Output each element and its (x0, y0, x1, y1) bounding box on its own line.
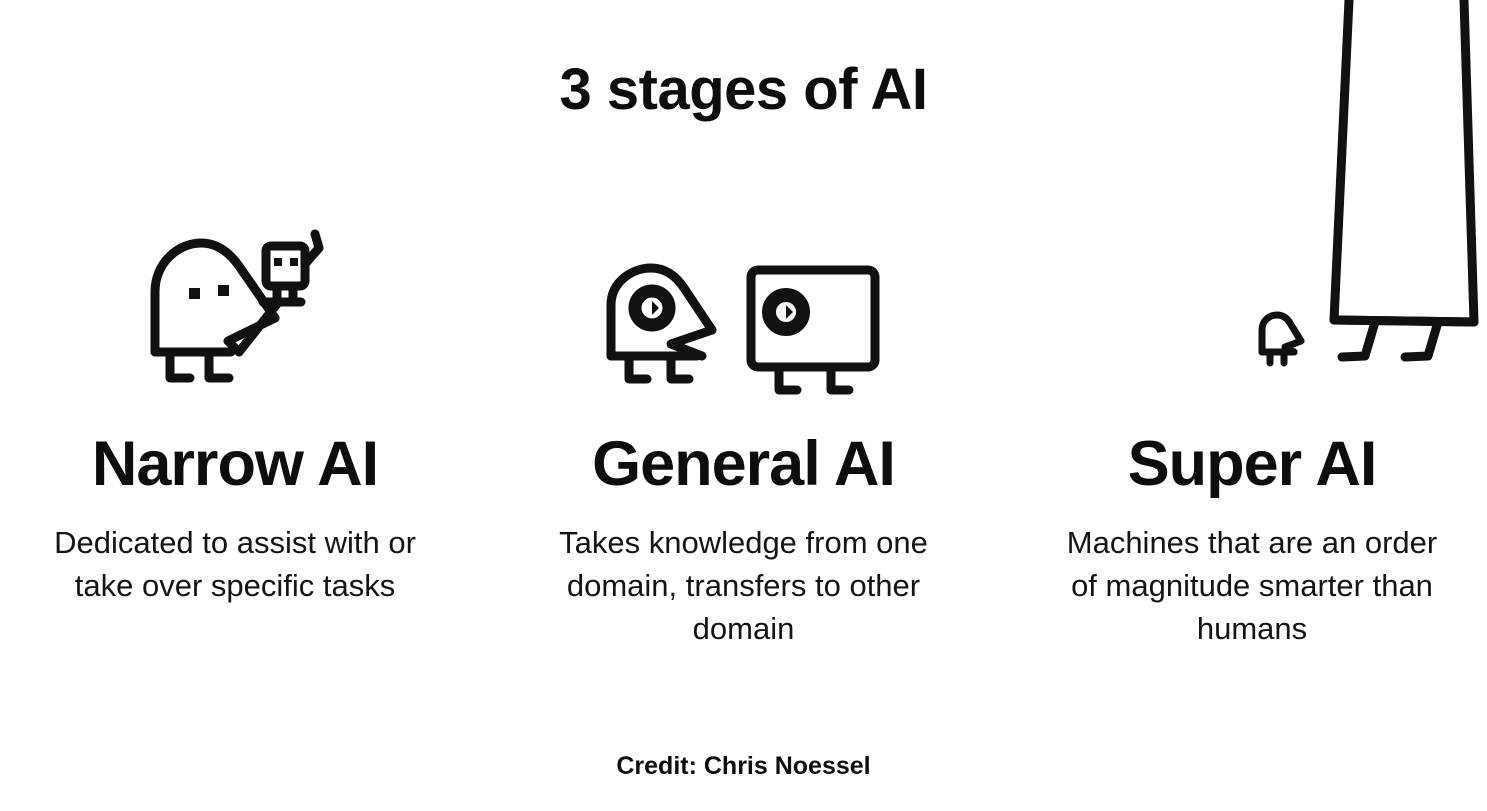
small-robot-waving-arm (300, 229, 324, 269)
square-robot-leg-right (826, 362, 853, 395)
stage-column-general-ai: General AI Takes knowledge from one doma… (509, 190, 979, 650)
narrow-ai-drawing (150, 229, 324, 383)
stage-column-narrow-ai: Narrow AI Dedicated to assist with or ta… (0, 190, 470, 608)
stage-heading-general-ai: General AI (592, 429, 896, 499)
square-robot-leg-left (774, 362, 801, 395)
small-robot-eye-left (274, 258, 282, 266)
page-title: 3 stages of AI (559, 57, 928, 122)
stage-description-narrow-ai: Dedicated to assist with or take over sp… (54, 525, 416, 603)
human-eye-notch (651, 301, 659, 315)
stage-column-super-ai: Super AI Machines that are an order of m… (1017, 0, 1487, 650)
small-robot-body (261, 241, 310, 291)
stage-description-general-ai: Takes knowledge from one domain, transfe… (559, 525, 928, 646)
giant-figure-wrap (1242, 0, 1487, 400)
super-ai-drawing (1258, 0, 1479, 367)
human-holding-small-robot-illustration (0, 190, 470, 405)
square-robot-eye (761, 288, 810, 336)
tiny-human-body (1258, 311, 1305, 356)
human-leg-right (204, 347, 234, 383)
giant-robot-leg-left (1337, 317, 1380, 362)
tiny-human-mouth (1281, 337, 1305, 356)
credit-line: Credit: Chris Noessel (616, 752, 871, 780)
human-body-outline (150, 238, 280, 357)
human-eye-right (218, 285, 229, 296)
giant-robot-leg-right (1400, 317, 1443, 362)
human-body-outline (606, 263, 716, 361)
stage-heading-narrow-ai: Narrow AI (91, 429, 379, 499)
human-eye-left (189, 288, 200, 299)
human-leg-left (624, 351, 651, 384)
giant-robot-body (1329, 0, 1479, 327)
square-robot-body (746, 265, 879, 372)
stages-row: Narrow AI Dedicated to assist with or ta… (0, 0, 1487, 690)
human-arm (234, 299, 282, 357)
stage-description-super-ai: Machines that are an order of magnitude … (1066, 525, 1438, 646)
human-leg-left (165, 347, 195, 383)
giant-robot-beside-tiny-human-illustration (1017, 0, 1487, 405)
human-eye (628, 284, 675, 332)
stage-heading-super-ai: Super AI (1127, 429, 1378, 499)
small-robot-eye-right (290, 258, 298, 266)
human-mouth (666, 325, 716, 361)
human-leg-right (666, 351, 693, 384)
general-ai-drawing (606, 263, 879, 395)
giant-robot-base (1329, 315, 1479, 327)
square-robot-eye-notch (785, 305, 793, 319)
human-facing-robot-illustration (509, 190, 979, 405)
